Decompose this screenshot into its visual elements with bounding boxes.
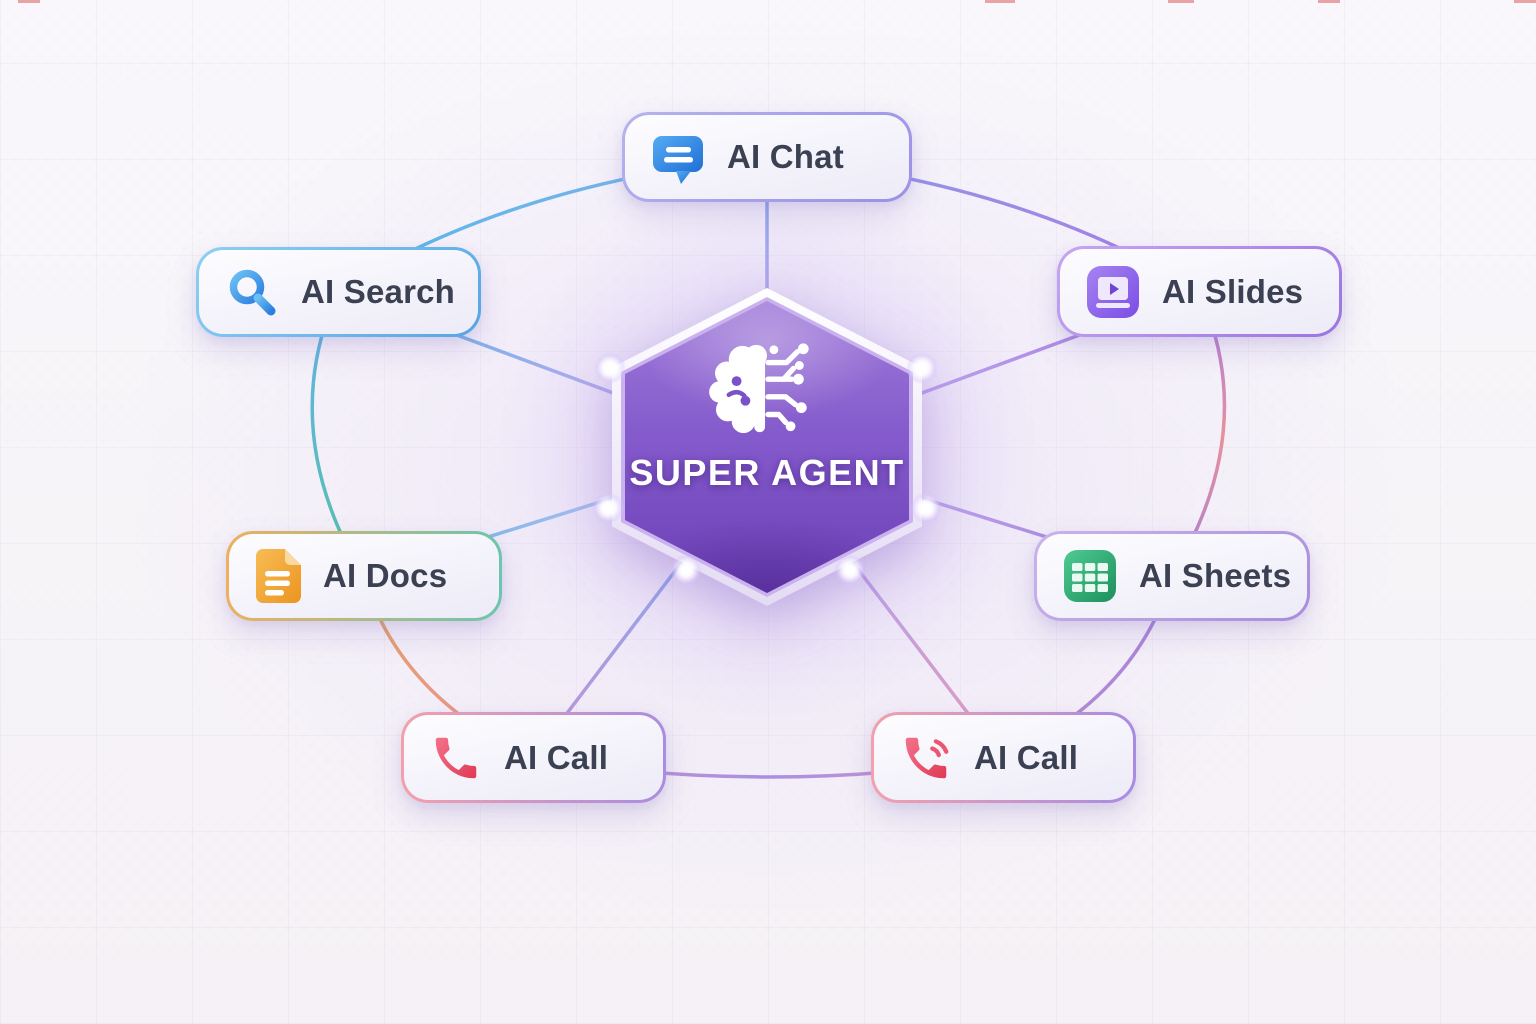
spreadsheet-icon (1062, 548, 1118, 604)
phone-ringing-icon (899, 731, 953, 785)
document-icon (254, 548, 302, 604)
red-tick-artifact (985, 0, 1015, 3)
node-label: AI Slides (1162, 272, 1304, 310)
red-tick-artifact (1514, 0, 1536, 3)
red-tick-artifact (18, 0, 40, 3)
brain-circuit-icon (709, 343, 809, 434)
node-ai-call-right[interactable]: AI Call (871, 712, 1136, 803)
node-label: AI Call (974, 738, 1079, 776)
red-tick-artifact (1168, 0, 1194, 3)
node-label: AI Sheets (1139, 557, 1292, 594)
node-label: AI Search (301, 273, 456, 310)
slides-laptop-icon (1085, 264, 1141, 320)
node-ai-sheets[interactable]: AI Sheets (1034, 531, 1310, 621)
chat-bubble-icon (650, 129, 706, 185)
super-agent-node[interactable]: SUPER AGENT (612, 288, 922, 606)
node-ai-chat[interactable]: AI Chat (622, 112, 912, 202)
node-ai-call-left[interactable]: AI Call (401, 712, 666, 803)
phone-icon (429, 731, 483, 785)
node-label: AI Docs (323, 557, 448, 594)
node-ai-search[interactable]: AI Search (196, 247, 481, 337)
red-tick-artifact (1318, 0, 1340, 3)
node-label: AI Call (504, 738, 609, 776)
search-icon (224, 264, 280, 320)
node-ai-slides[interactable]: AI Slides (1057, 246, 1342, 337)
node-label: AI Chat (727, 138, 844, 175)
node-ai-docs[interactable]: AI Docs (226, 531, 502, 621)
super-agent-label: SUPER AGENT (629, 452, 905, 493)
